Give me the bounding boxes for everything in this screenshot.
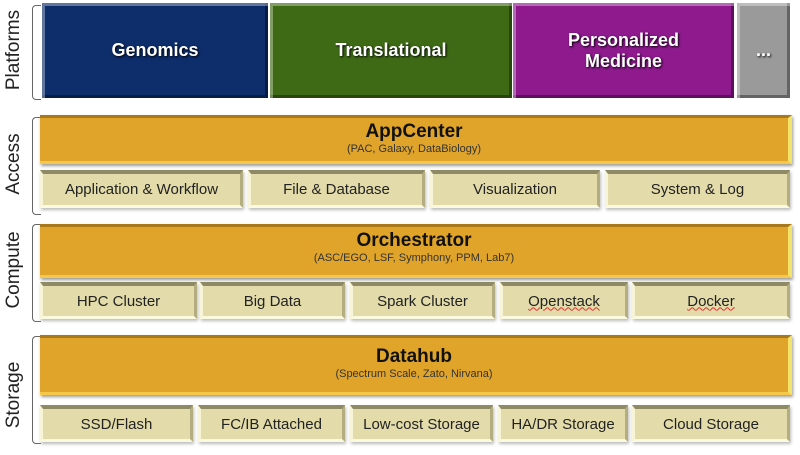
storage-label: Storage (3, 361, 24, 429)
compute-item-label: Docker (687, 292, 735, 310)
compute-item-label: Openstack (528, 292, 600, 310)
platform-translational: Translational (270, 3, 512, 98)
storage-item: Low-cost Storage (350, 405, 493, 442)
platform-more: ... (737, 3, 790, 98)
storage-item: Cloud Storage (632, 405, 790, 442)
platforms-brace (32, 5, 41, 100)
appcenter-subtitle: (PAC, Galaxy, DataBiology) (346, 143, 482, 155)
platforms-label: Platforms (3, 9, 24, 91)
appcenter-title: AppCenter (365, 121, 463, 142)
access-item: Application & Workflow (40, 170, 243, 208)
access-item: Visualization (430, 170, 600, 208)
compute-item: Spark Cluster (350, 282, 495, 319)
orchestrator-bar: Orchestrator (ASC/EGO, LSF, Symphony, PP… (40, 224, 792, 278)
compute-item: Openstack (500, 282, 628, 319)
access-label: Access (3, 133, 24, 195)
storage-brace (32, 336, 41, 444)
compute-item: HPC Cluster (40, 282, 197, 319)
compute-item: Docker (632, 282, 790, 319)
access-brace (32, 117, 41, 215)
platform-genomics: Genomics (42, 3, 268, 98)
compute-brace (32, 224, 41, 322)
storage-item: SSD/Flash (40, 405, 193, 442)
orchestrator-subtitle: (ASC/EGO, LSF, Symphony, PPM, Lab7) (313, 252, 515, 264)
datahub-subtitle: (Spectrum Scale, Zato, Nirvana) (335, 368, 493, 380)
compute-label: Compute (3, 231, 24, 309)
access-item: System & Log (605, 170, 790, 208)
compute-item: Big Data (200, 282, 345, 319)
orchestrator-title: Orchestrator (356, 230, 472, 251)
storage-item: FC/IB Attached (198, 405, 345, 442)
access-item: File & Database (248, 170, 425, 208)
appcenter-bar: AppCenter (PAC, Galaxy, DataBiology) (40, 115, 792, 164)
datahub-bar: Datahub (Spectrum Scale, Zato, Nirvana) (40, 335, 792, 395)
datahub-title: Datahub (376, 346, 452, 367)
platform-personalized-medicine: Personalized Medicine (513, 3, 734, 98)
storage-item: HA/DR Storage (498, 405, 628, 442)
